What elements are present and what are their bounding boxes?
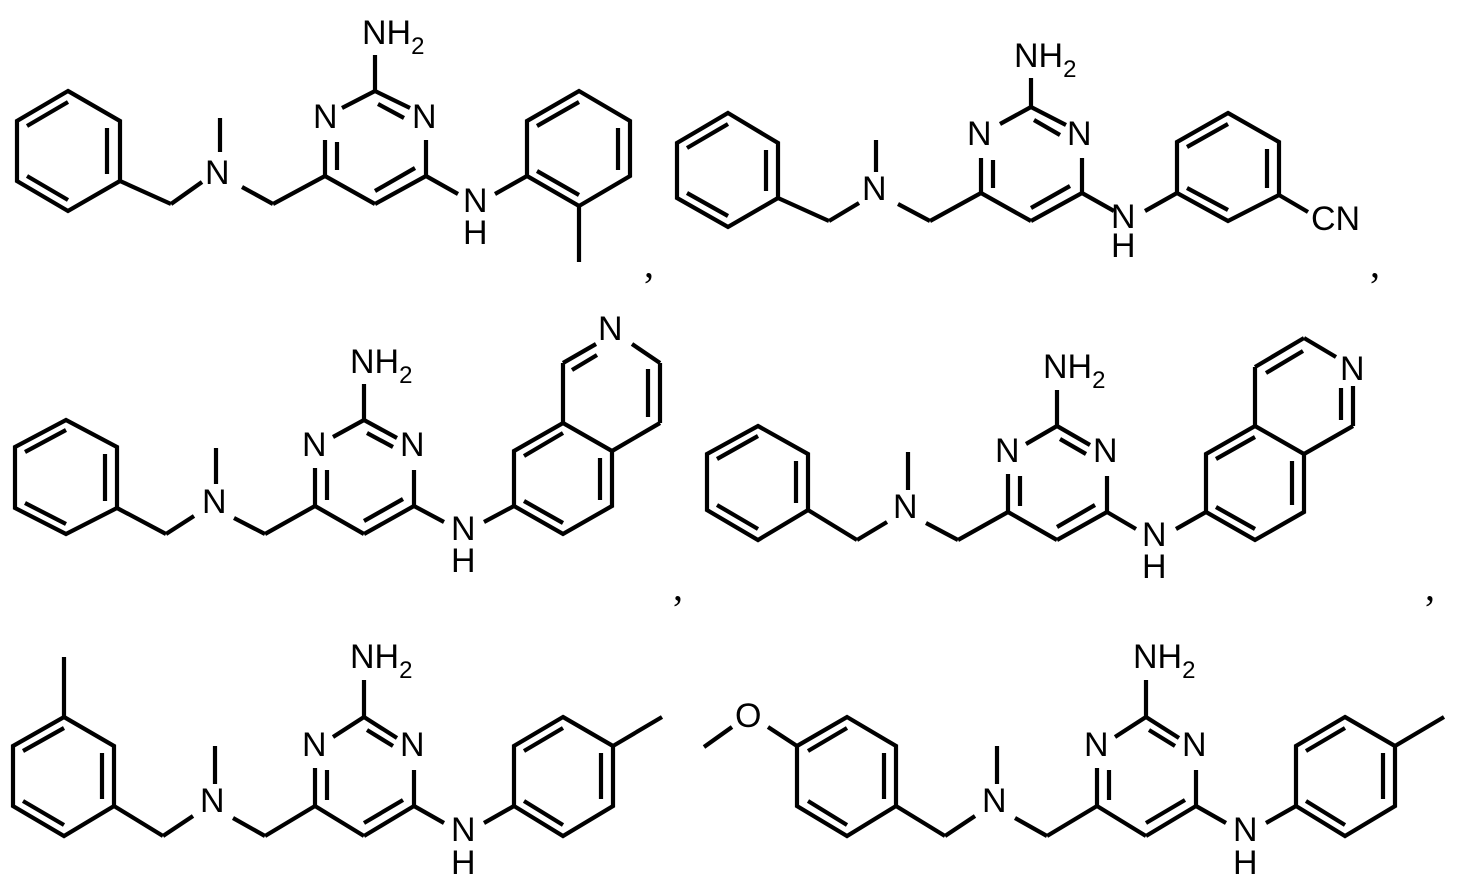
nh-nitrogen: N (463, 182, 488, 220)
benzene-ring (674, 110, 781, 230)
nh-hydrogen: H (1111, 227, 1136, 265)
separator-comma: , (1370, 241, 1380, 286)
tertiary-amine-n: N (200, 782, 225, 820)
nh-nitrogen: N (451, 811, 476, 849)
benzene-ring (14, 88, 123, 214)
tolyl-ring (511, 714, 616, 839)
tolyl-ring (1293, 714, 1398, 839)
pyrimidine-ring: N N (967, 105, 1092, 223)
nh-hydrogen: H (451, 542, 476, 580)
nh-hydrogen: H (1142, 548, 1167, 586)
ring-nitrogen: N (1067, 115, 1092, 153)
nh-nitrogen: N (1233, 811, 1258, 849)
methoxybenzyl-ring (794, 714, 899, 839)
compound-6: O N N N NH2 N H (702, 638, 1462, 894)
methylbenzyl-ring (10, 714, 117, 839)
tertiary-amine-n: N (202, 483, 227, 521)
cyanophenyl-ring (1174, 110, 1282, 224)
ring-nitrogen: N (1182, 726, 1207, 764)
benzene-ring (12, 417, 120, 537)
ring-nitrogen: N (1093, 432, 1118, 470)
nh-hydrogen: H (1233, 844, 1258, 882)
compound-5: N N N NH2 N H , (10, 638, 682, 894)
ring-nitrogen: N (995, 432, 1020, 470)
amino-group: NH2 (350, 638, 412, 684)
pyrimidine-ring: N N (995, 424, 1118, 542)
nh-hydrogen: H (451, 844, 476, 882)
isoquinoline-nitrogen: N (598, 310, 623, 348)
pyrimidine-ring: N N (302, 715, 425, 838)
ring-nitrogen: N (302, 426, 327, 464)
separator-comma: , (1425, 564, 1435, 609)
compound-1: N N N NH2 N H , (14, 14, 654, 286)
pyrimidine-ring: N N (302, 418, 425, 536)
tertiary-amine-n: N (893, 488, 918, 526)
separator-comma: , (644, 241, 654, 286)
tertiary-amine-n: N (982, 782, 1007, 820)
isoquinoline-ring: N (511, 310, 663, 537)
pyrimidine-ring: N N (313, 89, 437, 206)
nh-nitrogen: N (1142, 516, 1167, 554)
separator-comma: , (673, 564, 683, 609)
ring-nitrogen: N (1084, 726, 1109, 764)
benzene-ring (704, 423, 811, 543)
ring-nitrogen: N (302, 726, 327, 764)
pyrimidine-ring: N N (1084, 715, 1207, 838)
compound-2: N N N NH2 N H CN , (674, 37, 1380, 286)
ring-nitrogen: N (967, 115, 992, 153)
methoxy-oxygen: O (735, 697, 761, 735)
cyano-group: CN (1311, 200, 1360, 238)
ring-nitrogen: N (400, 726, 425, 764)
separator-comma: , (672, 869, 682, 894)
tolyl-ring (524, 88, 633, 209)
tertiary-amine-n: N (862, 170, 887, 208)
ring-nitrogen: N (412, 98, 437, 136)
separator-comma: , (1452, 869, 1462, 894)
nh-nitrogen: N (451, 510, 476, 548)
ring-nitrogen: N (313, 98, 338, 136)
isoquinoline-ring: N (1203, 336, 1365, 543)
tertiary-amine-n: N (205, 154, 230, 192)
amino-group: NH2 (362, 14, 424, 60)
compound-3: N N N NH2 N H (12, 310, 683, 609)
amino-group: NH2 (1014, 37, 1076, 83)
isoquinoline-nitrogen: N (1340, 350, 1365, 388)
amino-group: NH2 (1133, 638, 1195, 684)
ring-nitrogen: N (400, 426, 425, 464)
amino-group: NH2 (1043, 348, 1105, 394)
nh-hydrogen: H (463, 214, 488, 252)
amino-group: NH2 (350, 343, 412, 389)
compound-4: N N N NH2 N H (704, 336, 1435, 609)
nh-nitrogen: N (1111, 198, 1136, 236)
